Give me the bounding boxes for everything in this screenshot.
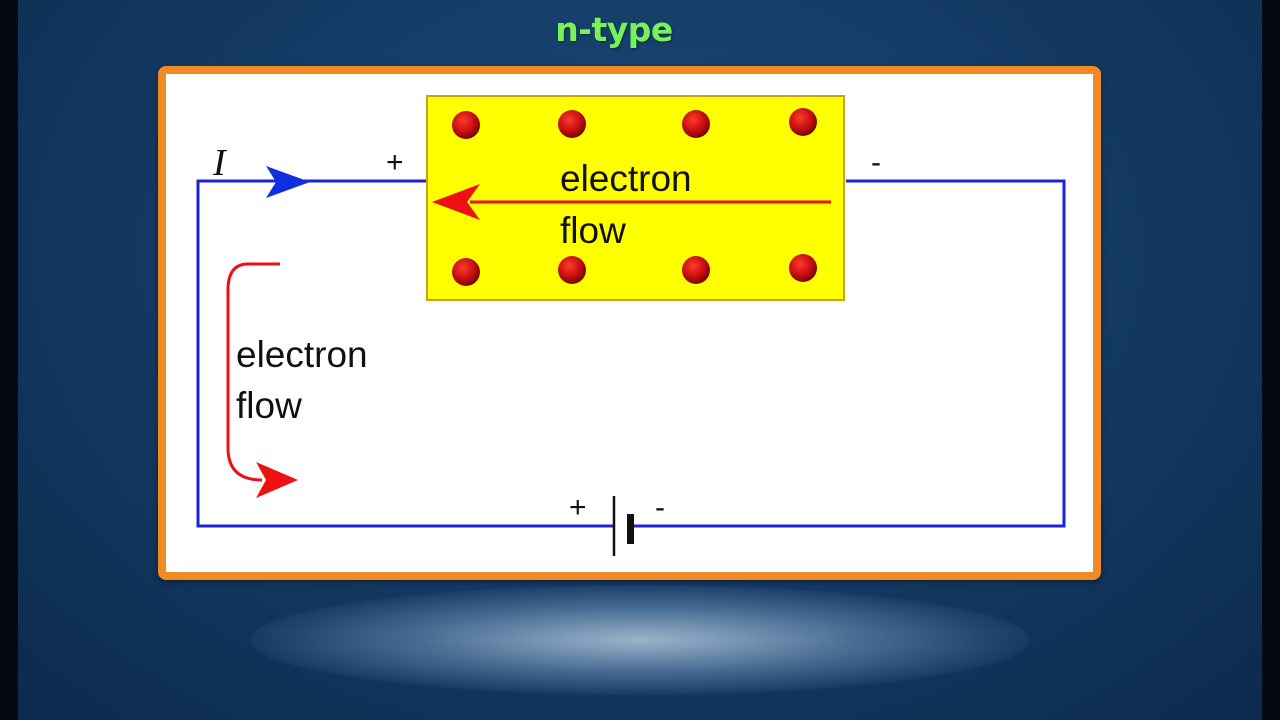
- current-label: I: [212, 142, 228, 184]
- semiconductor-block: electron flow: [426, 95, 845, 301]
- battery-positive-sign: +: [569, 491, 587, 524]
- carrier-dot: [558, 110, 586, 138]
- right-letterbox: [1262, 0, 1280, 720]
- carrier-dot: [682, 256, 710, 284]
- n-type-semiconductor: [426, 95, 845, 301]
- carrier-dot: [789, 108, 817, 136]
- page-title: n-type: [555, 10, 673, 49]
- battery-symbol: [612, 496, 634, 556]
- wire-right-loop: [631, 179, 1066, 528]
- internal-electron-flow-arrow-icon: [432, 184, 480, 220]
- external-flow-label-line2: flow: [236, 385, 302, 426]
- diagram-frame: [158, 66, 1101, 580]
- semiconductor-positive-terminal: +: [386, 146, 404, 179]
- carrier-dot: [558, 256, 586, 284]
- charge-carriers: [452, 108, 817, 286]
- battery-negative-plate: [627, 514, 634, 544]
- current-arrow-icon: [266, 166, 310, 198]
- external-flow-label-line1: electron: [236, 334, 368, 375]
- semiconductor-negative-terminal: -: [871, 146, 881, 179]
- circuit-wire: [196, 179, 1066, 528]
- stage-light-glow: [250, 585, 1030, 695]
- wire-left-loop: [196, 179, 614, 528]
- carrier-dot: [452, 258, 480, 286]
- carrier-dot: [452, 111, 480, 139]
- internal-flow-label-line1: electron: [560, 158, 692, 199]
- internal-flow-label-line2: flow: [560, 210, 626, 251]
- carrier-dot: [682, 110, 710, 138]
- battery-negative-sign: -: [655, 491, 665, 524]
- external-electron-flow-arrow-icon: [256, 462, 298, 498]
- carrier-dot: [789, 254, 817, 282]
- left-letterbox: [0, 0, 18, 720]
- external-electron-flow-line: [226, 262, 280, 482]
